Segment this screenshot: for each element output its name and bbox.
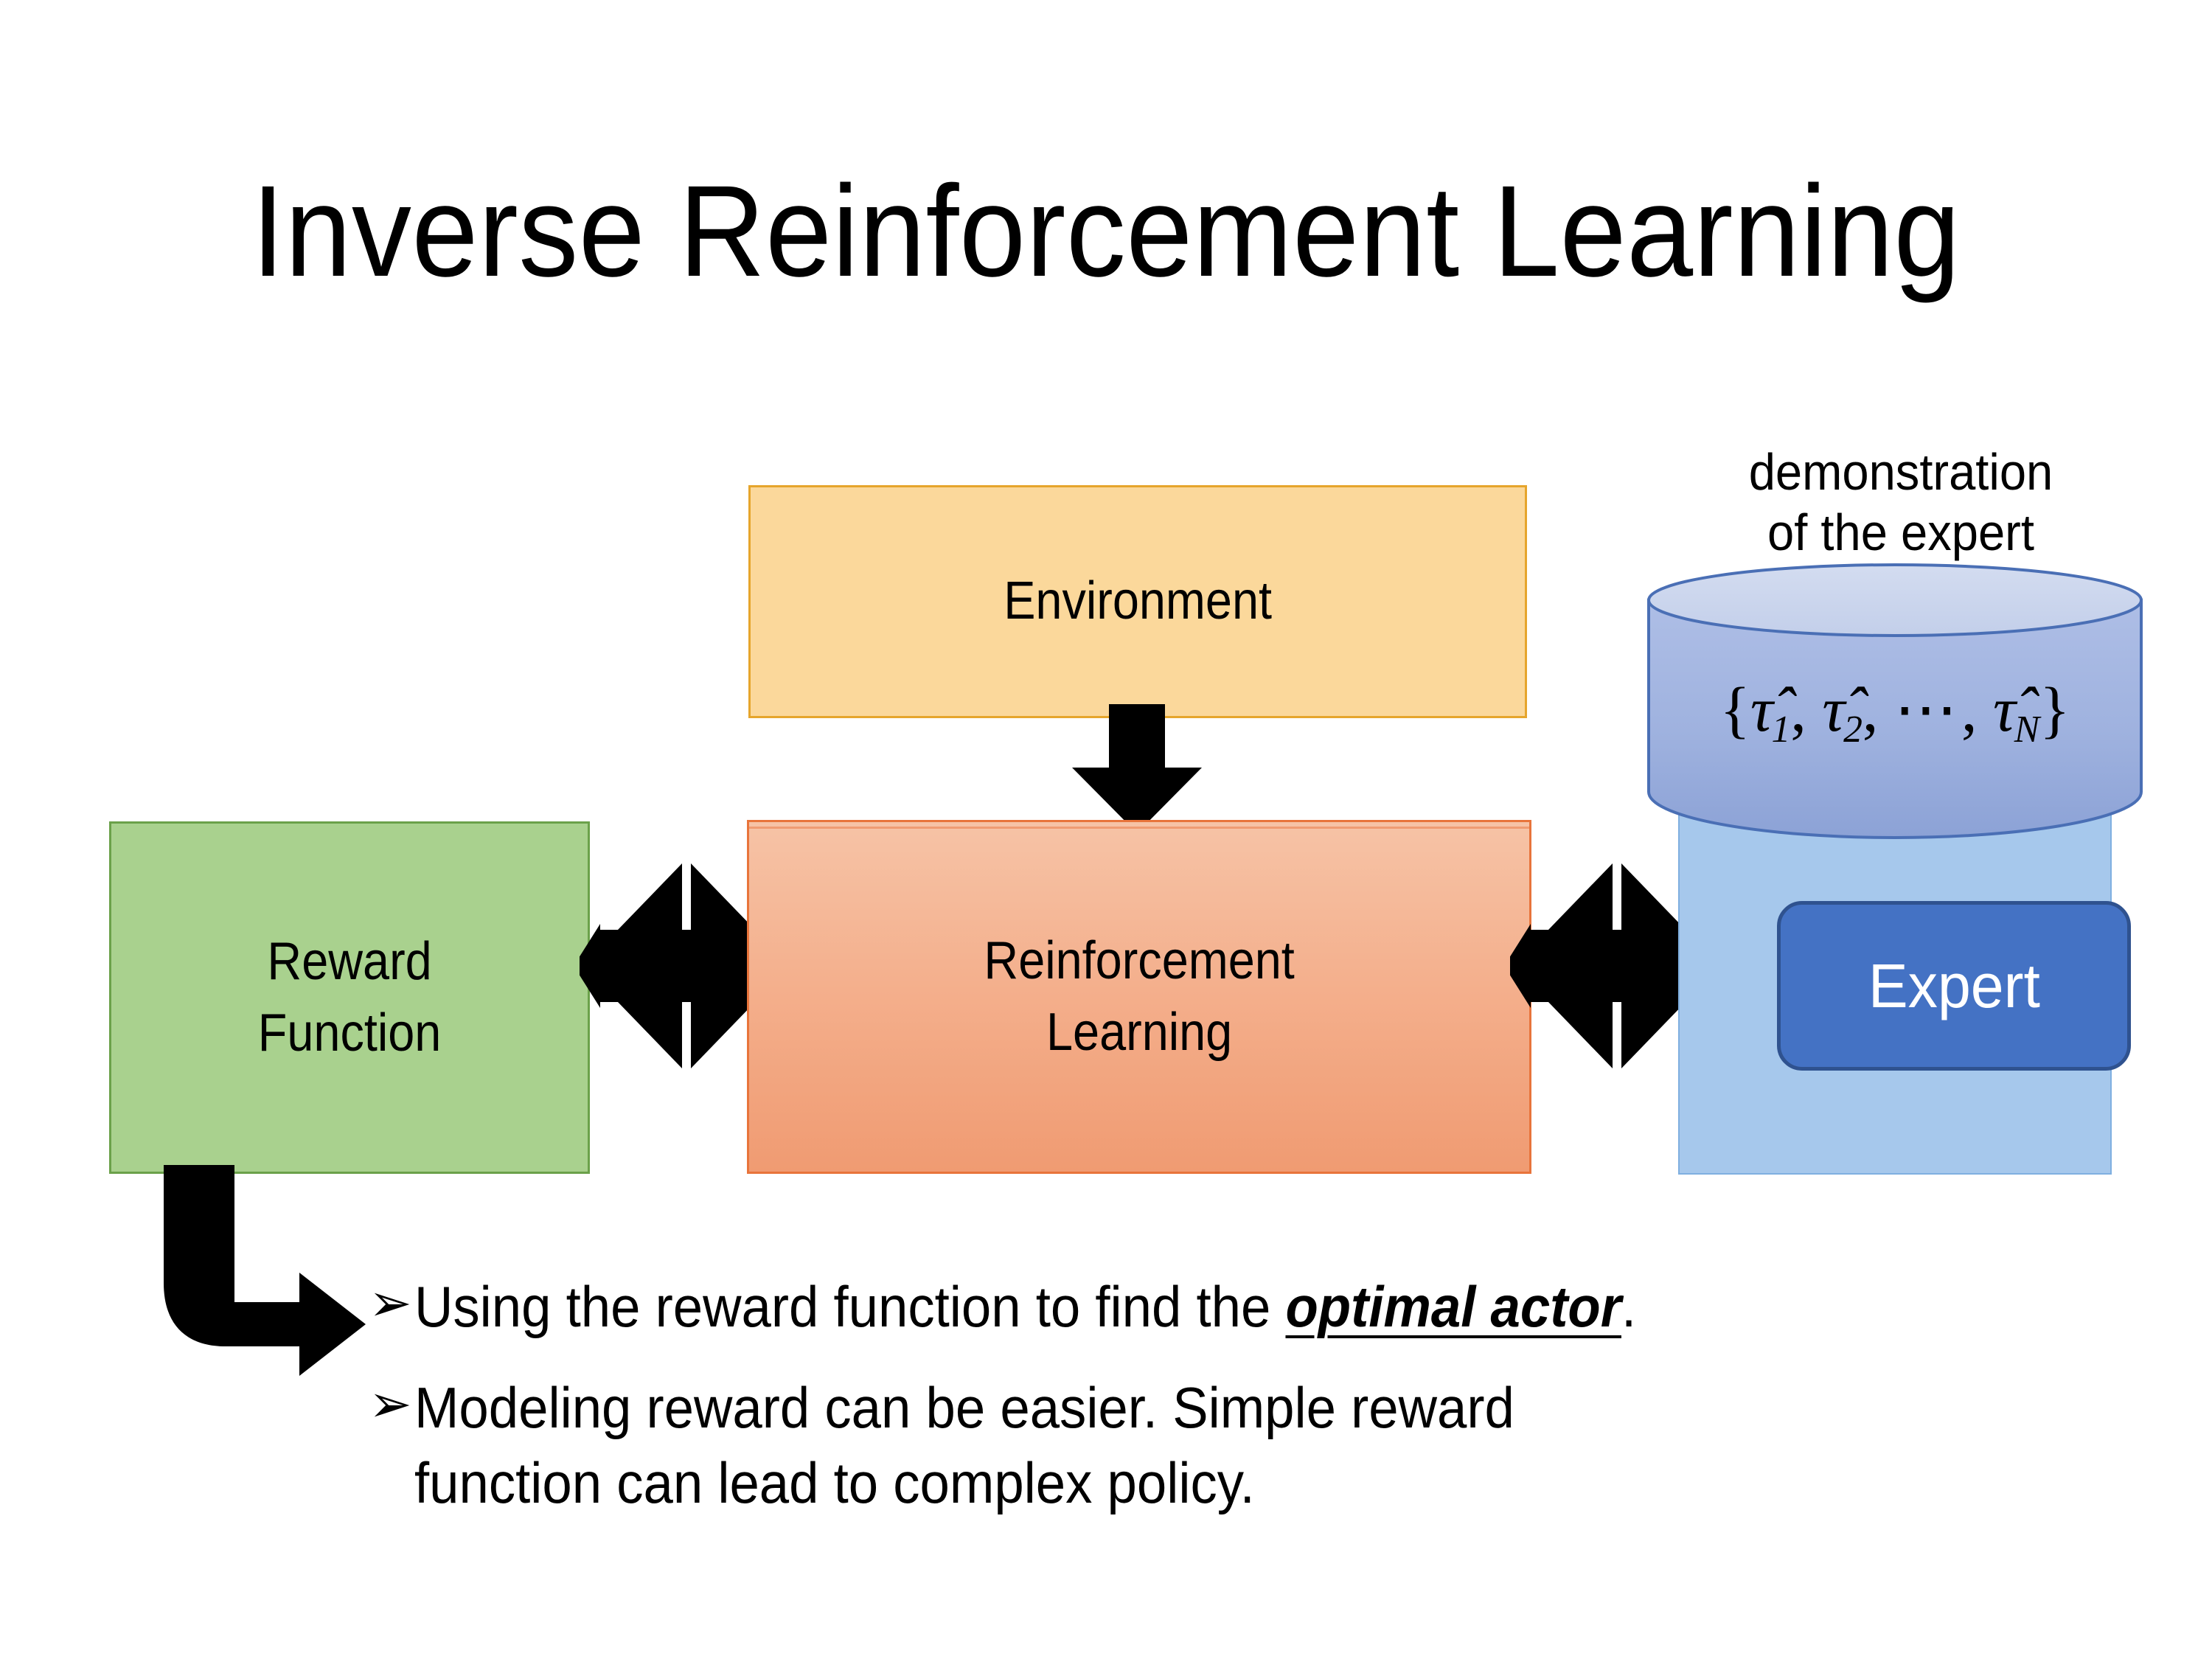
bullet-emphasis: optimal actor bbox=[1285, 1274, 1621, 1339]
reward-function-box[interactable]: Reward Function bbox=[109, 821, 590, 1174]
bullet-text: Using the reward function to find the op… bbox=[414, 1270, 1977, 1344]
environment-box-label: Environment bbox=[1004, 571, 1272, 631]
bullet-list: ➢ Using the reward function to find the … bbox=[369, 1270, 2094, 1547]
page-title: Inverse Reinforcement Learning bbox=[251, 159, 1961, 304]
demonstration-caption: demonstration of the expert bbox=[1643, 380, 2159, 624]
list-item: ➢ Modeling reward can be easier. Simple … bbox=[369, 1371, 2094, 1520]
reward-to-bullets-elbow-arrow-icon bbox=[164, 1165, 366, 1376]
bullet-arrow-icon: ➢ bbox=[369, 1375, 412, 1433]
environment-to-rl-arrow-icon bbox=[1072, 704, 1202, 833]
bullet-text-before: Using the reward function to find the bbox=[414, 1274, 1286, 1339]
expert-button-label: Expert bbox=[1868, 950, 2040, 1020]
bullet-arrow-icon: ➢ bbox=[369, 1274, 412, 1332]
reward-to-rl-quad-arrow-icon bbox=[580, 863, 793, 1068]
trajectory-cylinder-icon bbox=[1646, 562, 2144, 841]
environment-box[interactable]: Environment bbox=[748, 485, 1527, 718]
trajectory-set-formula: {τ̂1, τ̂2, ⋯, τ̂N} bbox=[1719, 674, 2070, 751]
list-item: ➢ Using the reward function to find the … bbox=[369, 1270, 2094, 1344]
demonstration-caption-text: demonstration of the expert bbox=[1748, 442, 2053, 562]
expert-button[interactable]: Expert bbox=[1777, 901, 2131, 1071]
reward-function-box-label: Reward Function bbox=[257, 931, 442, 1062]
rl-to-expert-quad-arrow-icon bbox=[1510, 863, 1724, 1068]
bullet-text: Modeling reward can be easier. Simple re… bbox=[414, 1375, 1514, 1515]
bullet-text-after: . bbox=[1621, 1274, 1637, 1339]
reinforcement-learning-box-label: Reinforcement Learning bbox=[984, 931, 1295, 1062]
reinforcement-learning-box[interactable]: Reinforcement Learning bbox=[747, 820, 1531, 1174]
